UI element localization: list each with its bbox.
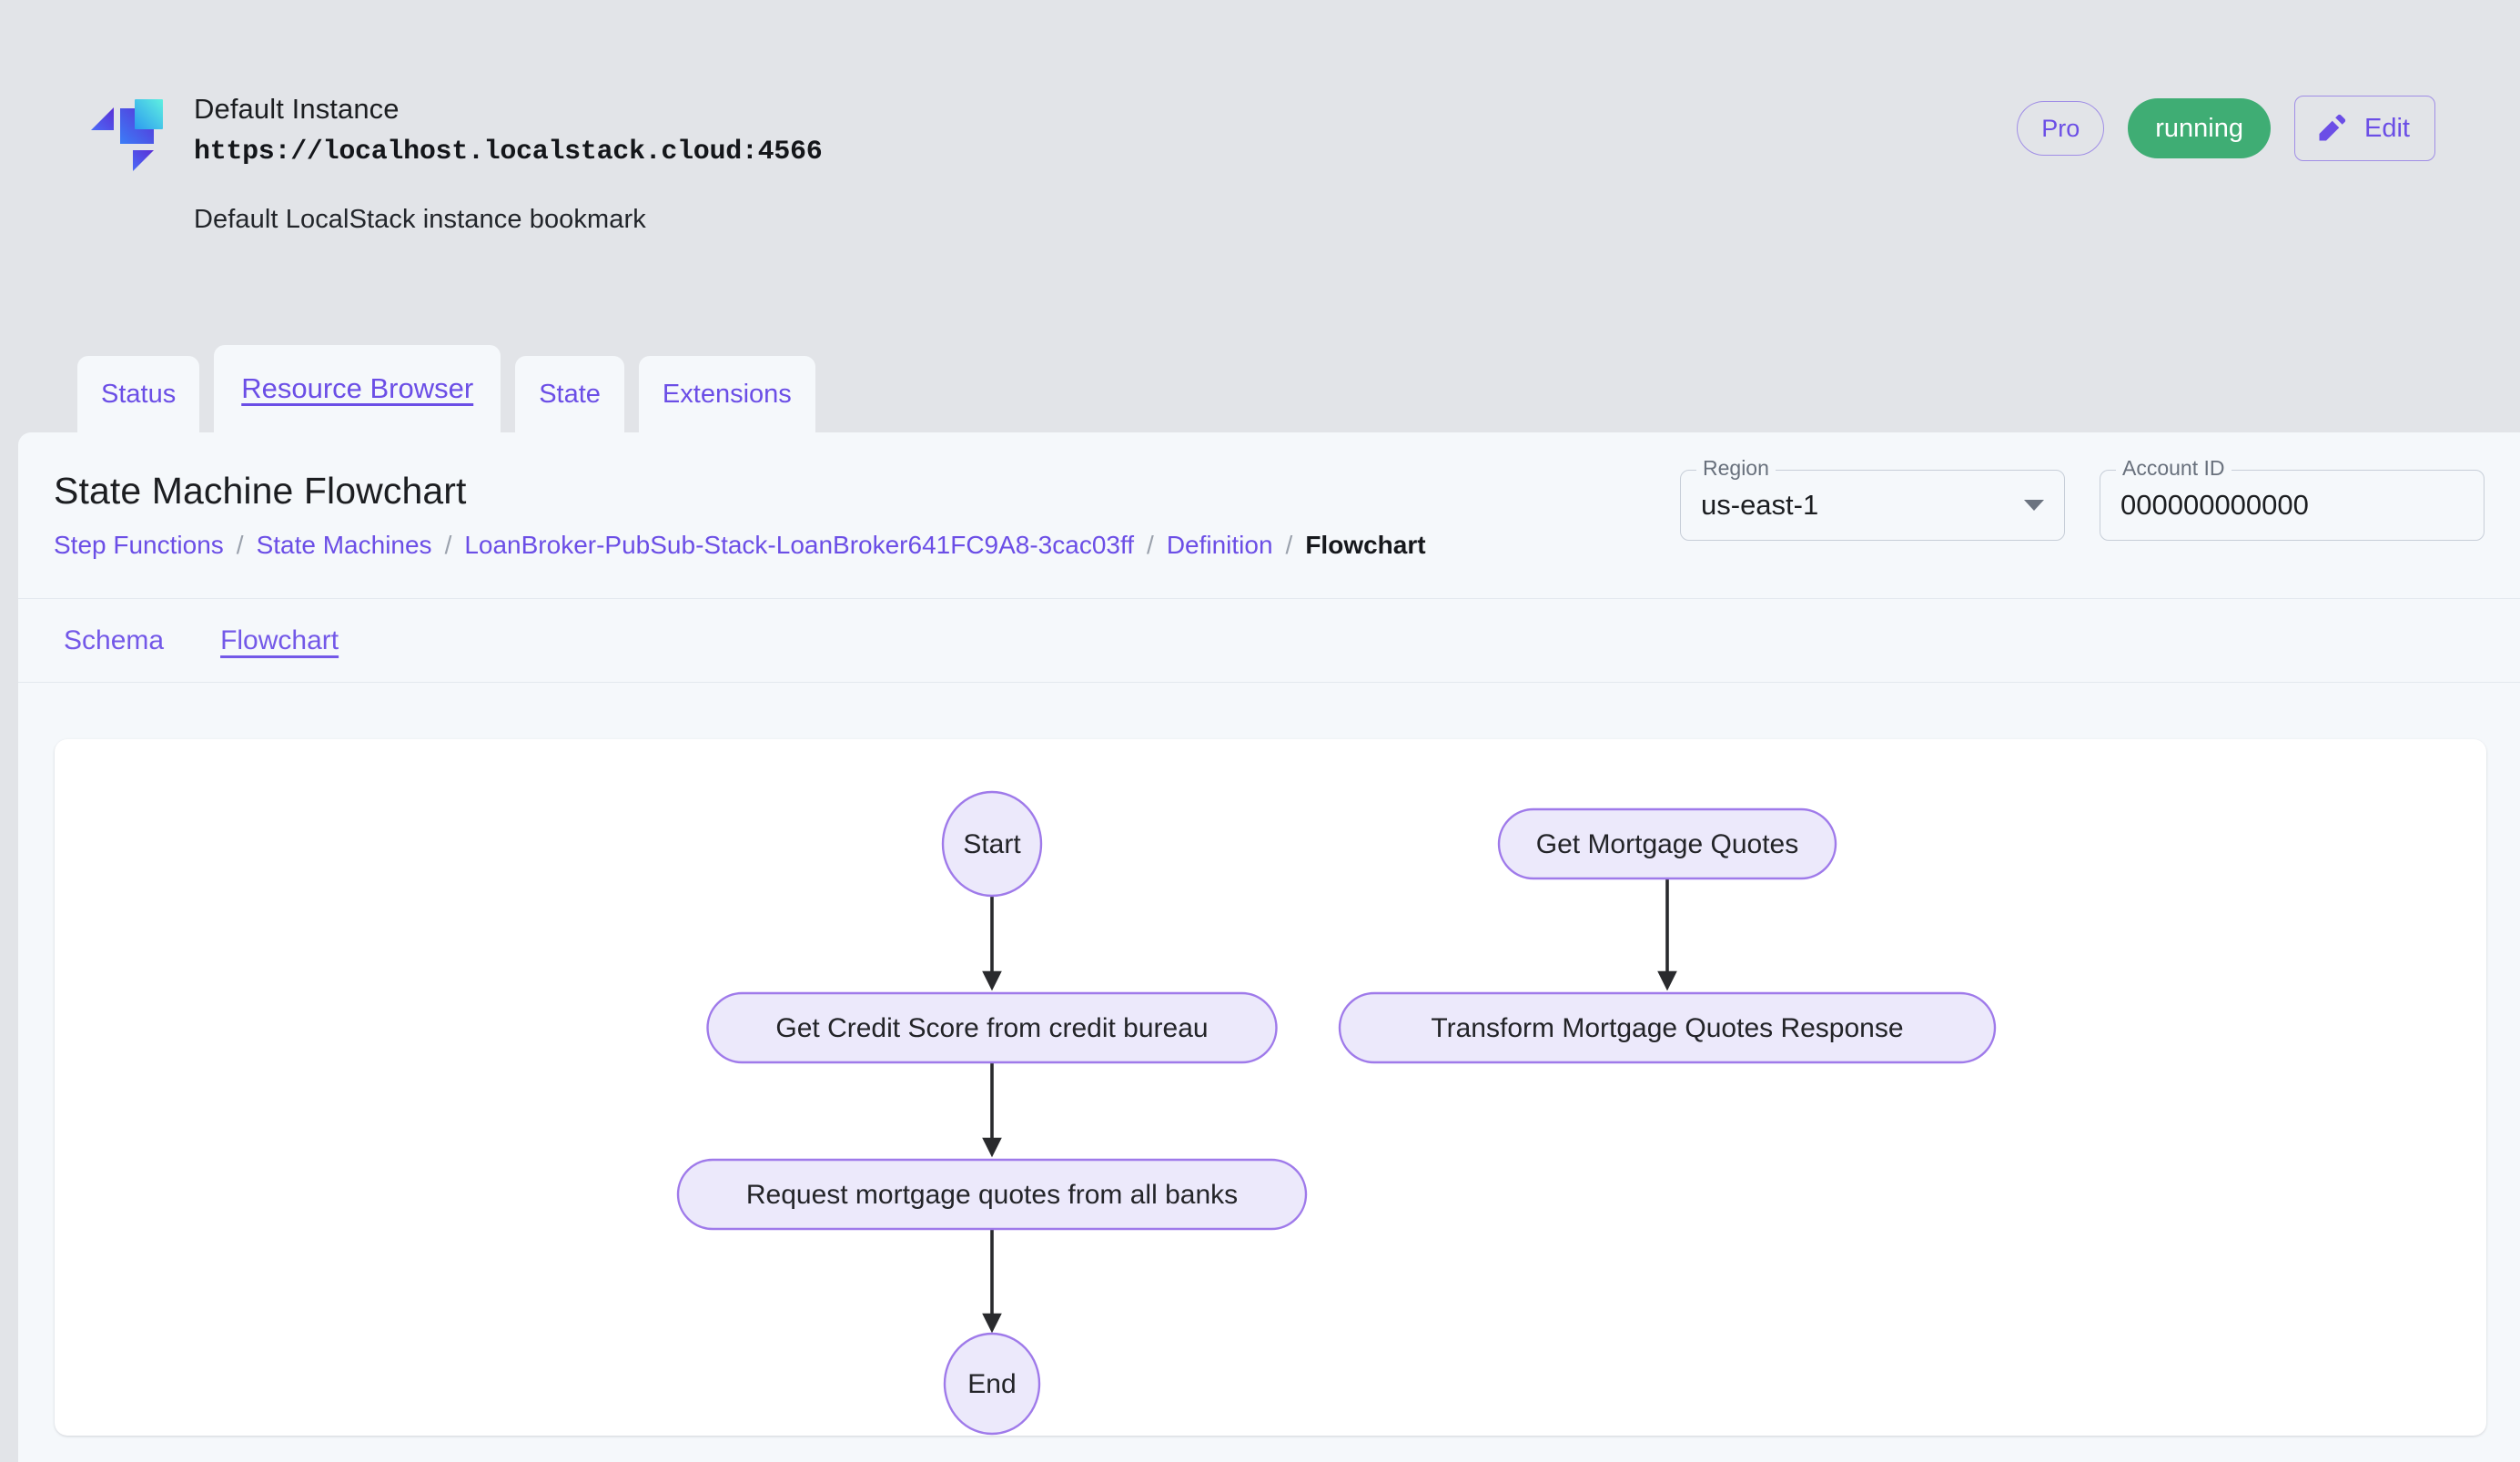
flowchart-node-request-quotes[interactable]: Request mortgage quotes from all banks [676, 1158, 1308, 1231]
tab-status-label: Status [101, 379, 177, 409]
tab-state-label: State [539, 379, 601, 409]
pro-badge[interactable]: Pro [2017, 101, 2105, 156]
breadcrumb-separator: / [1147, 531, 1154, 559]
page-header: State Machine Flowchart Step Functions /… [18, 432, 2520, 599]
scope-selectors: Region us-east-1 Account ID 000000000000 [1680, 458, 2485, 541]
flowchart-node-end-label: End [967, 1369, 1016, 1399]
breadcrumb-item-step-functions[interactable]: Step Functions [54, 531, 224, 559]
instance-header: Default Instance https://localhost.local… [0, 0, 2520, 432]
breadcrumb: Step Functions / State Machines / LoanBr… [54, 531, 1426, 560]
flowchart-card: Start Get Credit Score from credit burea… [55, 739, 2486, 1436]
breadcrumb-separator: / [236, 531, 244, 559]
flowchart-node-get-mortgage-quotes-label: Get Mortgage Quotes [1536, 829, 1799, 859]
page-title: State Machine Flowchart [54, 470, 467, 512]
flowchart-node-transform-response-label: Transform Mortgage Quotes Response [1431, 1013, 1903, 1043]
instance-url: https://localhost.localstack.cloud:4566 [194, 136, 823, 168]
flowchart-node-get-credit-score[interactable]: Get Credit Score from credit bureau [706, 991, 1278, 1064]
status-badge[interactable]: running [2128, 98, 2272, 158]
region-select[interactable]: Region us-east-1 [1680, 458, 2065, 541]
tab-extensions-label: Extensions [662, 379, 792, 409]
sub-tab-bar: Schema Flowchart [18, 599, 2520, 683]
tab-state[interactable]: State [515, 356, 624, 432]
flowchart-node-start[interactable]: Start [941, 790, 1043, 898]
edit-button-label: Edit [2364, 113, 2410, 143]
edit-button[interactable]: Edit [2294, 96, 2435, 161]
account-id-value: 000000000000 [2120, 489, 2309, 521]
state-machine-flowchart[interactable]: Start Get Credit Score from credit burea… [55, 739, 2486, 1436]
flowchart-node-get-mortgage-quotes[interactable]: Get Mortgage Quotes [1497, 807, 1837, 880]
main-tab-bar: Status Resource Browser State Extensions [77, 345, 815, 432]
chevron-down-icon [2024, 500, 2044, 511]
flowchart-node-transform-response[interactable]: Transform Mortgage Quotes Response [1338, 991, 1997, 1064]
tab-extensions[interactable]: Extensions [638, 356, 815, 432]
breadcrumb-item-flowchart: Flowchart [1305, 531, 1426, 559]
breadcrumb-separator: / [444, 531, 452, 559]
content-panel: State Machine Flowchart Step Functions /… [18, 432, 2520, 1462]
account-id-field[interactable]: Account ID 000000000000 [2100, 458, 2485, 541]
header-actions: Pro running Edit [2017, 96, 2435, 161]
instance-description: Default LocalStack instance bookmark [194, 205, 646, 235]
breadcrumb-item-state-machine-name[interactable]: LoanBroker-PubSub-Stack-LoanBroker641FC9… [464, 531, 1135, 559]
region-select-value: us-east-1 [1701, 489, 1819, 521]
subtab-schema[interactable]: Schema [64, 624, 165, 655]
flowchart-edges [982, 878, 1677, 1334]
breadcrumb-separator: / [1285, 531, 1293, 559]
flowchart-node-end[interactable]: End [943, 1332, 1041, 1436]
account-id-label: Account ID [2116, 458, 2232, 479]
pencil-icon [2315, 112, 2348, 145]
region-select-label: Region [1696, 458, 1776, 479]
flowchart-node-start-label: Start [963, 829, 1021, 859]
instance-summary: Default Instance https://localhost.local… [86, 86, 823, 235]
tab-status[interactable]: Status [77, 356, 200, 432]
instance-name: Default Instance [194, 93, 400, 125]
subtab-flowchart[interactable]: Flowchart [220, 624, 339, 655]
flowchart-node-request-quotes-label: Request mortgage quotes from all banks [746, 1180, 1238, 1210]
tab-resource-browser[interactable]: Resource Browser [214, 345, 501, 432]
tab-resource-browser-label: Resource Browser [241, 372, 474, 404]
localstack-logo-icon [86, 90, 167, 174]
flowchart-node-get-credit-score-label: Get Credit Score from credit bureau [775, 1013, 1208, 1043]
breadcrumb-item-state-machines[interactable]: State Machines [256, 531, 432, 559]
breadcrumb-item-definition[interactable]: Definition [1166, 531, 1273, 559]
instance-meta: Default Instance https://localhost.local… [194, 86, 823, 235]
